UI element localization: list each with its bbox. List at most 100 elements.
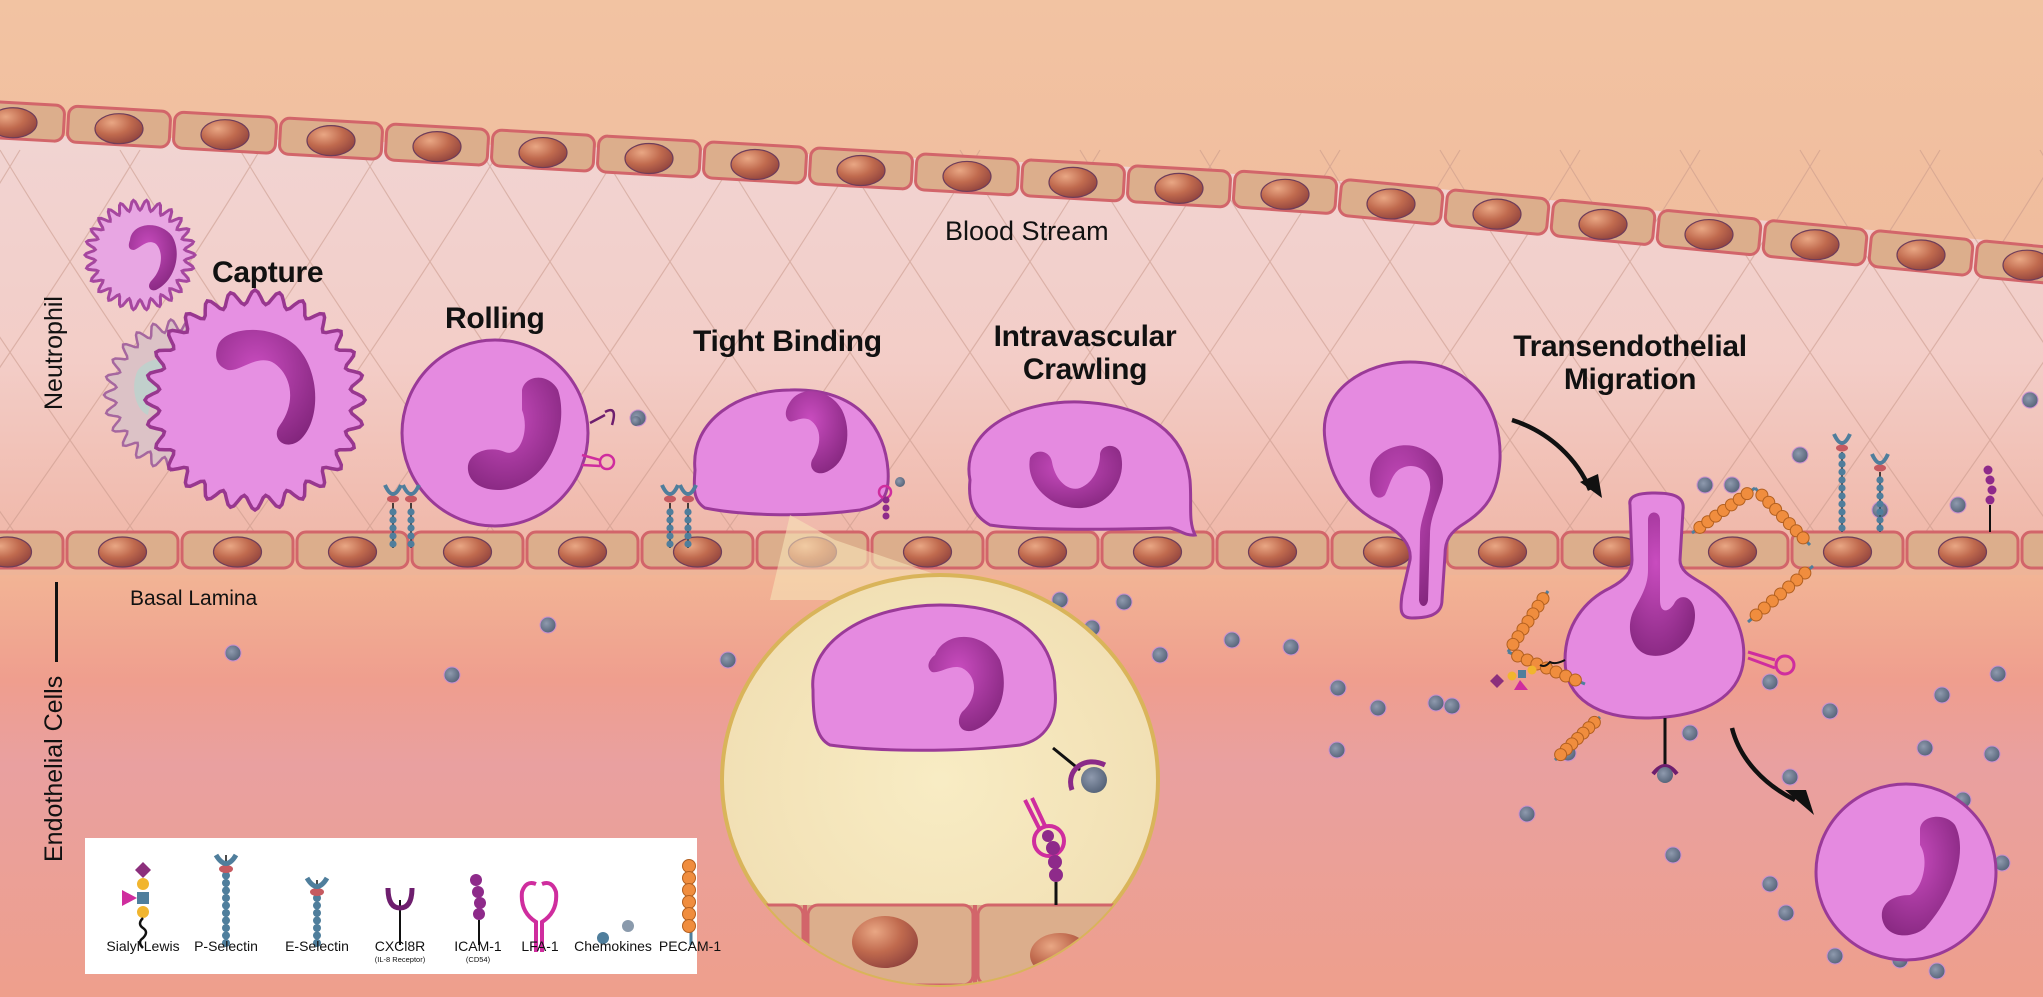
stage-label-transendothelial-migration: Transendothelial Migration bbox=[1510, 330, 1750, 396]
legend-label-p-selectin: P-Selectin bbox=[194, 938, 258, 954]
chemokine bbox=[1151, 646, 1169, 664]
legend-icon-sialyl-yellow bbox=[137, 906, 149, 918]
neutrophil-intravascular-crawling bbox=[967, 400, 1198, 537]
lfa-1 bbox=[1747, 650, 1776, 670]
chemokine bbox=[2021, 391, 2039, 409]
selectin-head bbox=[1832, 433, 1852, 445]
legend-icon-e-selectin-lectin bbox=[310, 888, 324, 896]
selectin-bead bbox=[666, 524, 674, 532]
chemokine bbox=[1761, 673, 1779, 691]
selectin-bead bbox=[684, 532, 692, 540]
legend-icon-sialyl-fucose bbox=[122, 890, 137, 906]
endothelial-nucleus bbox=[2002, 249, 2043, 281]
selectin-bead bbox=[1838, 468, 1846, 476]
selectin-head bbox=[383, 484, 403, 496]
chemokine bbox=[1949, 496, 1967, 514]
chemokine bbox=[1369, 699, 1387, 717]
arrow-out-tissue bbox=[1729, 727, 1797, 803]
selectin-bead bbox=[1876, 500, 1884, 508]
mesh-line bbox=[1559, 149, 1821, 541]
stage-label-capture: Capture bbox=[212, 256, 324, 289]
selectin-bead bbox=[389, 508, 397, 516]
selectin-bead bbox=[1838, 476, 1846, 484]
mesh-line bbox=[0, 149, 141, 369]
chemokine bbox=[1657, 767, 1673, 783]
selectin-bead bbox=[1838, 460, 1846, 468]
selectin-head bbox=[401, 484, 421, 496]
pecam-domain bbox=[1798, 566, 1812, 580]
chemokine bbox=[1427, 694, 1445, 712]
chemokine bbox=[1989, 665, 2007, 683]
blood-stream-label: Blood Stream bbox=[945, 216, 1109, 246]
legend-icon-p-selectin-bead bbox=[222, 924, 230, 932]
chemokine bbox=[1115, 593, 1133, 611]
legend-icon-lfa-1 bbox=[519, 881, 559, 952]
legend-icons bbox=[85, 838, 697, 974]
selectin-bead bbox=[684, 540, 692, 548]
migration-arrows bbox=[1511, 417, 1814, 815]
legend-icon-p-selectin-bead bbox=[222, 901, 230, 910]
mesh-line bbox=[1799, 176, 2043, 541]
endothelial-bracket-line bbox=[55, 582, 58, 662]
legend-icon-p-selectin-bead bbox=[222, 886, 230, 895]
chemokine bbox=[1821, 702, 1839, 720]
stage-label-line: Crawling bbox=[1022, 353, 1148, 386]
endothelial-nucleus bbox=[412, 130, 462, 163]
endothelial-nucleus bbox=[836, 154, 886, 187]
chemokine bbox=[1761, 875, 1779, 893]
neutrophil-transmigrating bbox=[1322, 360, 1502, 620]
legend-icon-e-selectin-bead bbox=[313, 939, 321, 947]
chemokine bbox=[1328, 741, 1346, 759]
endothelial-nucleus bbox=[200, 119, 250, 151]
selectin-bead bbox=[407, 508, 415, 516]
legend-icon-p-selectin-head bbox=[213, 853, 239, 866]
endothelial-nucleus bbox=[1260, 178, 1310, 210]
endothelial-nucleus bbox=[94, 113, 144, 145]
endothelial-nucleus bbox=[327, 536, 378, 568]
endothelial-nucleus bbox=[1937, 536, 1988, 568]
mesh-line bbox=[599, 149, 861, 541]
chemokine bbox=[631, 416, 641, 426]
endothelial-nucleus bbox=[1472, 198, 1522, 230]
pecam-domain bbox=[1765, 594, 1779, 608]
legend-sublabel-cxcl8r: (IL-8 Receptor) bbox=[374, 955, 426, 964]
icam-domain bbox=[882, 512, 890, 520]
pecam-domain bbox=[1774, 587, 1787, 601]
selectin-lectin bbox=[664, 495, 676, 503]
lfa-1-head bbox=[598, 453, 616, 471]
endothelial-nucleus bbox=[942, 160, 992, 193]
selectin-bead bbox=[1876, 508, 1884, 516]
legend-icon-p-selectin-bead bbox=[222, 916, 230, 925]
legend-icon-chemokine-1 bbox=[597, 932, 609, 944]
pecam-domain bbox=[1782, 580, 1796, 594]
endothelial-nucleus bbox=[624, 142, 674, 175]
neutrophil-tight-binding bbox=[692, 388, 890, 517]
mesh-line bbox=[1559, 149, 1821, 541]
selectin-bead bbox=[1838, 524, 1846, 532]
neutrophil-capture bbox=[102, 287, 368, 513]
mesh-line bbox=[0, 149, 261, 541]
mesh-line bbox=[1679, 149, 1941, 541]
icam-domain bbox=[1983, 465, 1993, 475]
endothelial-nucleus bbox=[557, 536, 608, 568]
endothelial-nucleus bbox=[1896, 239, 1946, 271]
legend-icon-p-selectin-bead bbox=[222, 931, 230, 940]
selectin-bead bbox=[1838, 508, 1846, 516]
endothelial-nucleus bbox=[1477, 536, 1528, 568]
mesh-line bbox=[1799, 149, 2043, 517]
legend-label-pecam-1: PECAM-1 bbox=[658, 938, 722, 954]
selectin-bead bbox=[684, 516, 692, 524]
endothelial-cell bbox=[2020, 530, 2043, 570]
legend-icon-e-selectin-bead bbox=[313, 901, 321, 910]
endothelial-nucleus bbox=[97, 536, 148, 568]
chemokine bbox=[1826, 947, 1844, 965]
selectin-bead bbox=[1876, 516, 1884, 524]
neutrophil-emigrated bbox=[1814, 782, 1998, 962]
selectin-bead bbox=[407, 524, 415, 532]
selectin-bead bbox=[1876, 524, 1884, 532]
chemokine bbox=[1329, 679, 1347, 697]
pecam-domain bbox=[1740, 487, 1754, 501]
selectin-bead bbox=[666, 540, 674, 548]
selectin-bead bbox=[1876, 492, 1884, 500]
